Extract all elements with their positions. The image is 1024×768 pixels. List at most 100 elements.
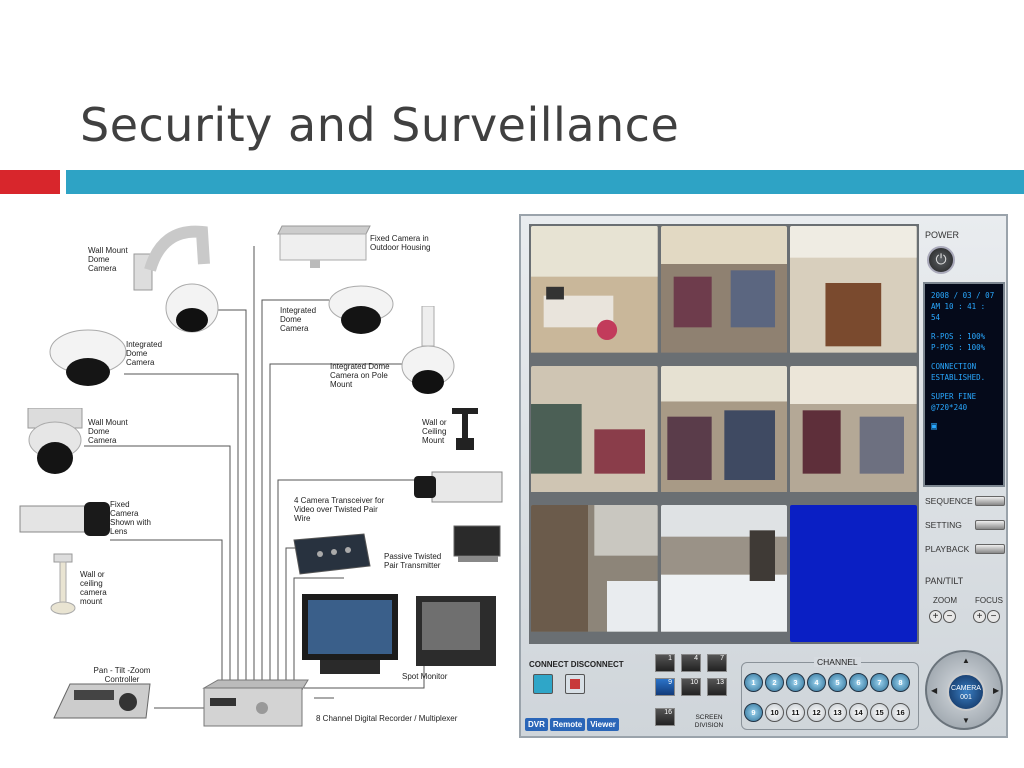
channel-panel: CHANNEL 1 2 3 4 5 6 7 8 9 10 11 12 13 14… xyxy=(741,657,919,730)
division-4-button[interactable]: 4 xyxy=(681,654,701,672)
division-16-button[interactable]: 16 xyxy=(655,708,675,726)
label-integrated-dome-pole: Integrated Dome Camera on Pole Mount xyxy=(330,362,390,389)
channel-11-button[interactable]: 11 xyxy=(786,703,805,722)
channel-12-button[interactable]: 12 xyxy=(807,703,826,722)
camera-view-2[interactable] xyxy=(660,226,788,363)
pan-tilt-label: PAN/TILT xyxy=(925,576,964,586)
camera-view-1[interactable] xyxy=(531,226,658,363)
camera-view-8[interactable] xyxy=(660,505,788,642)
setting-button[interactable]: SETTING xyxy=(925,520,1005,530)
outdoor-housing-camera-icon xyxy=(277,225,371,268)
network-icon: ▣ xyxy=(931,421,938,432)
camera-view-7[interactable] xyxy=(531,505,658,642)
division-10-button[interactable]: 10 xyxy=(681,678,701,696)
label-fixed-camera-lens: Fixed Camera Shown with Lens xyxy=(110,500,151,536)
division-1-button[interactable]: 1 xyxy=(655,654,675,672)
tab-dvr[interactable]: DVR xyxy=(525,718,548,731)
tab-viewer[interactable]: Viewer xyxy=(587,718,619,731)
label-recorder: 8 Channel Digital Recorder / Multiplexer xyxy=(316,714,458,723)
fixed-camera-icon xyxy=(19,502,110,536)
label-integrated-dome: Integrated Dome Camera xyxy=(126,340,163,367)
channel-1-button[interactable]: 1 xyxy=(744,673,763,692)
sequence-button[interactable]: SEQUENCE xyxy=(925,496,1005,506)
camera-view-6[interactable] xyxy=(790,365,917,503)
camera-view-9-empty[interactable] xyxy=(790,505,917,642)
status-connection: CONNECTION ESTABLISHED. xyxy=(931,362,986,382)
integrated-dome-camera-2-icon xyxy=(328,285,394,334)
tab-remote[interactable]: Remote xyxy=(549,718,586,731)
camera-view-5[interactable] xyxy=(660,365,788,503)
power-label: POWER xyxy=(925,230,960,240)
channel-3-button[interactable]: 3 xyxy=(786,673,805,692)
box-camera-icon xyxy=(414,471,503,503)
playback-button[interactable]: PLAYBACK xyxy=(925,544,1005,554)
screen-division-panel: 1 4 7 9 10 13 16 SCREEN DIVISION xyxy=(651,650,735,734)
label-wall-ceiling-mount-1: Wall or ceiling camera mount xyxy=(80,570,107,606)
app-tabs: DVR Remote Viewer xyxy=(525,718,619,731)
passive-transmitter-icon xyxy=(453,525,501,562)
status-display: 2008 / 03 / 07 AM 10 : 41 : 54 R-POS : 1… xyxy=(923,282,1005,487)
division-9-button[interactable]: 9 xyxy=(655,678,675,696)
status-quality: SUPER FINE xyxy=(931,392,977,401)
channel-15-button[interactable]: 15 xyxy=(870,703,889,722)
camera-label: CAMERA xyxy=(951,685,981,692)
bottom-control-bar: CONNECT DISCONNECT DVR Remote Viewer 1 4… xyxy=(521,648,1006,736)
channel-7-button[interactable]: 7 xyxy=(870,673,889,692)
camera-grid xyxy=(529,224,919,644)
digital-recorder-icon xyxy=(202,679,309,727)
camera-view-4[interactable] xyxy=(531,365,658,503)
focus-out-button[interactable]: − xyxy=(987,610,1000,623)
zoom-in-button[interactable]: + xyxy=(929,610,942,623)
channel-14-button[interactable]: 14 xyxy=(849,703,868,722)
channel-label: CHANNEL xyxy=(814,657,861,667)
zoom-label: ZOOM xyxy=(933,596,957,605)
wall-mount-dome-camera-icon xyxy=(133,225,219,333)
slide-title: Security and Surveillance xyxy=(80,98,680,152)
status-rpos: R-POS : 100% xyxy=(931,332,986,341)
transceiver-icon xyxy=(293,533,371,575)
disconnect-icon[interactable] xyxy=(565,674,585,694)
channel-5-button[interactable]: 5 xyxy=(828,673,847,692)
ptz-joystick[interactable]: ▲ ▼ ◀ ▶ CAMERA 001 xyxy=(925,650,1003,730)
channel-10-button[interactable]: 10 xyxy=(765,703,784,722)
wiring-lines xyxy=(84,246,425,709)
spot-monitor-icon xyxy=(416,596,496,666)
channel-6-button[interactable]: 6 xyxy=(849,673,868,692)
focus-label: FOCUS xyxy=(975,596,1003,605)
arrow-down-icon[interactable]: ▼ xyxy=(962,716,970,725)
dvr-software-screenshot: POWER ⏻ 2008 / 03 / 07 AM 10 : 41 : 54 R… xyxy=(519,214,1008,738)
surveillance-system-diagram: Wall Mount Dome Camera Integrated Dome C… xyxy=(14,218,510,738)
camera-number: 001 xyxy=(960,694,972,701)
zoom-out-button[interactable]: − xyxy=(943,610,956,623)
channel-16-button[interactable]: 16 xyxy=(891,703,910,722)
camera-view-3[interactable] xyxy=(790,226,917,363)
division-13-button[interactable]: 13 xyxy=(707,678,727,696)
connect-label: CONNECT DISCONNECT xyxy=(529,660,624,669)
arrow-up-icon[interactable]: ▲ xyxy=(962,656,970,665)
power-button[interactable]: ⏻ xyxy=(927,246,955,274)
touchscreen-monitor-icon xyxy=(302,594,398,674)
channel-9-button[interactable]: 9 xyxy=(744,703,763,722)
arrow-right-icon[interactable]: ▶ xyxy=(993,686,1000,695)
status-resolution: @720*240 xyxy=(931,403,968,412)
status-time: AM 10 : 41 : 54 xyxy=(931,302,986,322)
channel-8-button[interactable]: 8 xyxy=(891,673,910,692)
ptz-controller-icon xyxy=(53,683,151,719)
label-wall-mount-dome-1: Wall Mount Dome Camera xyxy=(88,246,128,273)
channel-4-button[interactable]: 4 xyxy=(807,673,826,692)
control-side-panel: POWER ⏻ 2008 / 03 / 07 AM 10 : 41 : 54 R… xyxy=(923,224,1005,644)
pole-mount-dome-camera-icon xyxy=(401,306,455,394)
arrow-left-icon[interactable]: ◀ xyxy=(931,686,938,695)
wall-ceiling-mount-2-icon xyxy=(452,408,478,450)
focus-in-button[interactable]: + xyxy=(973,610,986,623)
wall-mount-dome-camera-2-icon xyxy=(27,408,83,474)
blue-accent-bar xyxy=(66,170,1024,194)
channel-2-button[interactable]: 2 xyxy=(765,673,784,692)
connect-icon[interactable] xyxy=(533,674,553,694)
label-wall-mount-dome-2: Wall Mount Dome Camera xyxy=(88,418,128,445)
label-spot-monitor: Spot Monitor xyxy=(402,672,448,681)
wall-ceiling-mount-icon xyxy=(50,553,76,615)
division-7-button[interactable]: 7 xyxy=(707,654,727,672)
channel-13-button[interactable]: 13 xyxy=(828,703,847,722)
camera-select-button[interactable]: CAMERA 001 xyxy=(947,673,985,711)
